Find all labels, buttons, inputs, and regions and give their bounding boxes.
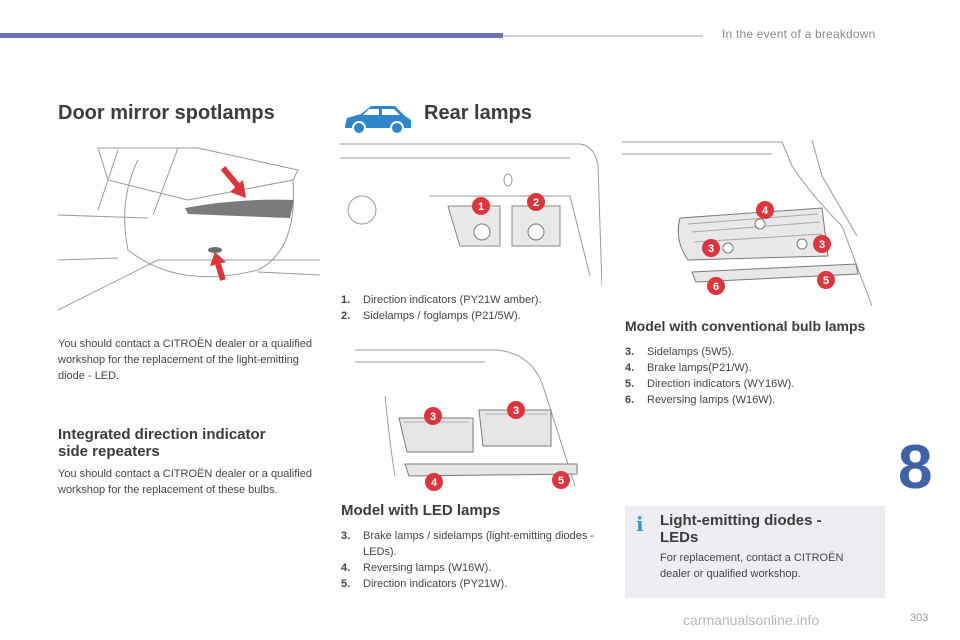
svg-text:3: 3 xyxy=(513,405,519,417)
info-icon: i xyxy=(636,512,644,536)
callout-6: 6 xyxy=(707,277,725,295)
integrated-title: Integrated direction indicator side repe… xyxy=(58,426,266,460)
svg-text:5: 5 xyxy=(558,475,564,487)
led-model-list: 3.Brake lamps / sidelamps (light-emittin… xyxy=(341,528,601,592)
callout-5: 5 xyxy=(552,471,570,489)
callout-3: 3 xyxy=(702,239,720,257)
callout-5: 5 xyxy=(817,271,835,289)
svg-text:5: 5 xyxy=(823,275,829,287)
list-item: 3.Brake lamps / sidelamps (light-emittin… xyxy=(341,530,595,558)
led-lamps-illustration: 3 3 4 5 xyxy=(355,349,578,491)
arrow-upper-icon xyxy=(220,166,246,198)
svg-text:6: 6 xyxy=(713,281,719,293)
door-mirror-title: Door mirror spotlamps xyxy=(58,102,275,124)
list-item: 5.Direction indicators (WY16W). xyxy=(625,378,795,390)
callout-2: 2 xyxy=(527,193,545,211)
header-bar xyxy=(0,33,503,38)
list-item: 4.Reversing lamps (W16W). xyxy=(341,562,492,574)
callout-3: 3 xyxy=(813,235,831,253)
callout-4: 4 xyxy=(425,473,443,491)
info-text: For replacement, contact a CITROËN deale… xyxy=(660,552,844,580)
info-box xyxy=(625,506,885,598)
rear-lamps-illustration: 1 2 xyxy=(340,143,602,286)
svg-text:1: 1 xyxy=(478,201,484,213)
page-number: 303 xyxy=(910,612,929,624)
header-bar-rule xyxy=(503,35,703,37)
svg-text:2: 2 xyxy=(533,197,539,209)
callout-3: 3 xyxy=(507,401,525,419)
rear-lamps-title: Rear lamps xyxy=(424,102,532,124)
info-title: Light-emitting diodes - LEDs xyxy=(660,512,822,546)
list-item: 3.Sidelamps (5W5). xyxy=(625,346,735,358)
rear-lamps-list: 1.Direction indicators (PY21W amber). 2.… xyxy=(341,292,601,324)
door-mirror-text: You should contact a CITROËN dealer or a… xyxy=(58,338,312,382)
door-mirror-illustration xyxy=(58,147,320,311)
watermark: carmanualsonline.info xyxy=(683,612,820,628)
svg-text:4: 4 xyxy=(431,477,438,489)
list-item: 5.Direction indicators (PY21W). xyxy=(341,578,508,590)
callout-3: 3 xyxy=(424,407,442,425)
list-item: 4.Brake lamps(P21/W). xyxy=(625,362,752,374)
svg-text:3: 3 xyxy=(430,411,436,423)
svg-text:3: 3 xyxy=(708,243,714,255)
car-icon xyxy=(345,106,411,135)
svg-text:4: 4 xyxy=(762,205,769,217)
bulb-lamps-illustration: 4 3 3 6 5 xyxy=(622,139,873,306)
integrated-text: You should contact a CITROËN dealer or a… xyxy=(58,468,312,496)
chapter-title: In the event of a breakdown xyxy=(722,27,876,41)
list-item: 6.Reversing lamps (W16W). xyxy=(625,394,776,406)
svg-text:3: 3 xyxy=(819,239,825,251)
list-item: 1.Direction indicators (PY21W amber). xyxy=(341,294,542,306)
bulb-model-title: Model with conventional bulb lamps xyxy=(625,318,866,334)
chapter-number: 8 xyxy=(898,433,933,502)
callout-4: 4 xyxy=(756,201,774,219)
list-item: 2.Sidelamps / foglamps (P21/5W). xyxy=(341,310,521,322)
bulb-model-list: 3.Sidelamps (5W5). 4.Brake lamps(P21/W).… xyxy=(625,344,880,408)
arrow-lower-icon xyxy=(210,252,226,281)
callout-1: 1 xyxy=(472,197,490,215)
led-model-title: Model with LED lamps xyxy=(341,502,501,519)
